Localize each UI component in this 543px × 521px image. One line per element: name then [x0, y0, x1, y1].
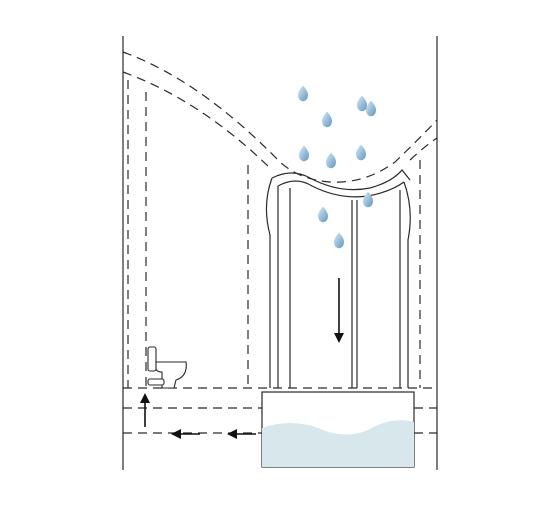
water-drop-icon — [363, 191, 373, 208]
water-drop-icon — [366, 100, 376, 117]
room-walls — [122, 36, 438, 470]
shower-right-panel-outer — [403, 181, 411, 388]
ceiling-curve-inner — [122, 71, 271, 169]
shower-enclosure-icon — [265, 169, 411, 388]
water-drop-icon — [356, 144, 366, 161]
bathtub-icon — [261, 391, 415, 468]
water-drops — [298, 85, 376, 249]
water-drop-icon — [357, 95, 367, 112]
dashed-wall-outlines — [122, 51, 438, 434]
shower-left-panel-outer — [265, 177, 273, 388]
shower-top-curve-inner — [277, 180, 405, 198]
water-drop-icon — [322, 111, 332, 128]
water-drop-icon — [326, 152, 336, 169]
water-drop-icon — [299, 145, 309, 162]
water-drop-icon — [298, 85, 308, 102]
toilet-base — [147, 378, 165, 386]
ceiling-curve-right-inner — [409, 137, 438, 161]
flow-arrows — [140, 278, 344, 439]
bathtub-water — [262, 420, 414, 467]
toilet-tank — [147, 346, 157, 372]
toilet-icon — [147, 346, 187, 389]
ceiling-curve-outer — [122, 51, 438, 183]
water-drop-icon — [334, 232, 344, 249]
shower-top-curve-outer — [271, 169, 411, 191]
water-drop-icon — [318, 206, 328, 223]
